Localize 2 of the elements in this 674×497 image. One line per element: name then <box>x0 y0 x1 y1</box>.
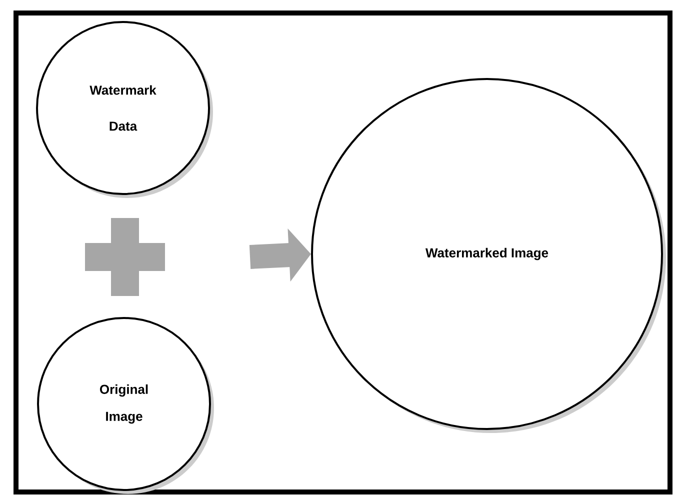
node-label: Watermarked Image <box>425 248 548 260</box>
node-label: Original Image <box>100 384 148 424</box>
